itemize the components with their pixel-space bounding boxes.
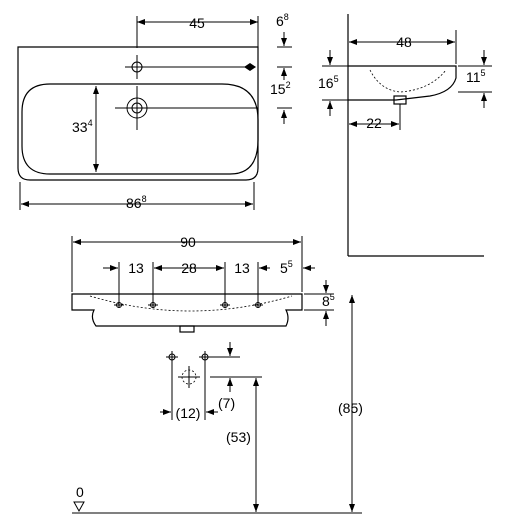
dim-side-height-left: 165 (318, 74, 339, 91)
dim-drain-offset: 22 (366, 115, 382, 131)
dim-hole-spacing-left: 13 (128, 260, 144, 276)
basin-bowl-top (21, 83, 259, 175)
dim-overall-width: 90 (180, 234, 196, 250)
side-view: 48 165 115 22 (318, 14, 492, 257)
floor-marker (73, 501, 85, 513)
front-view: 90 13 28 13 55 85 (71, 234, 363, 514)
dim-overall-height: (85) (338, 400, 363, 416)
dim-basin-depth: 334 (72, 118, 93, 135)
dim-right-edge: 55 (280, 259, 293, 276)
dim-bracket-offset: (7) (218, 395, 235, 411)
basin-outline-front (71, 293, 303, 327)
dim-total-width-top: 868 (126, 194, 147, 211)
basin-outline-top (17, 46, 259, 181)
mounting-holes (114, 302, 263, 308)
dim-bracket-height: (53) (226, 429, 251, 445)
dim-bracket-spacing: (12) (176, 405, 201, 421)
wall-bracket-holes (166, 351, 211, 388)
drain-fitting-front (179, 325, 195, 333)
dim-tap-offset: 152 (270, 80, 291, 97)
top-view: 45 68 152 334 868 (17, 12, 292, 211)
dim-hole-spacing-right: 13 (234, 260, 250, 276)
dim-side-height-right: 115 (466, 68, 486, 85)
dim-side-depth: 48 (396, 34, 412, 50)
dim-top-width: 45 (189, 15, 205, 31)
floor-label: 0 (76, 484, 84, 500)
basin-profile-side (348, 65, 457, 101)
dim-hole-spacing-middle: 28 (181, 260, 197, 276)
dim-side-offset: 68 (276, 12, 289, 29)
dim-rim-height: 85 (322, 292, 335, 309)
